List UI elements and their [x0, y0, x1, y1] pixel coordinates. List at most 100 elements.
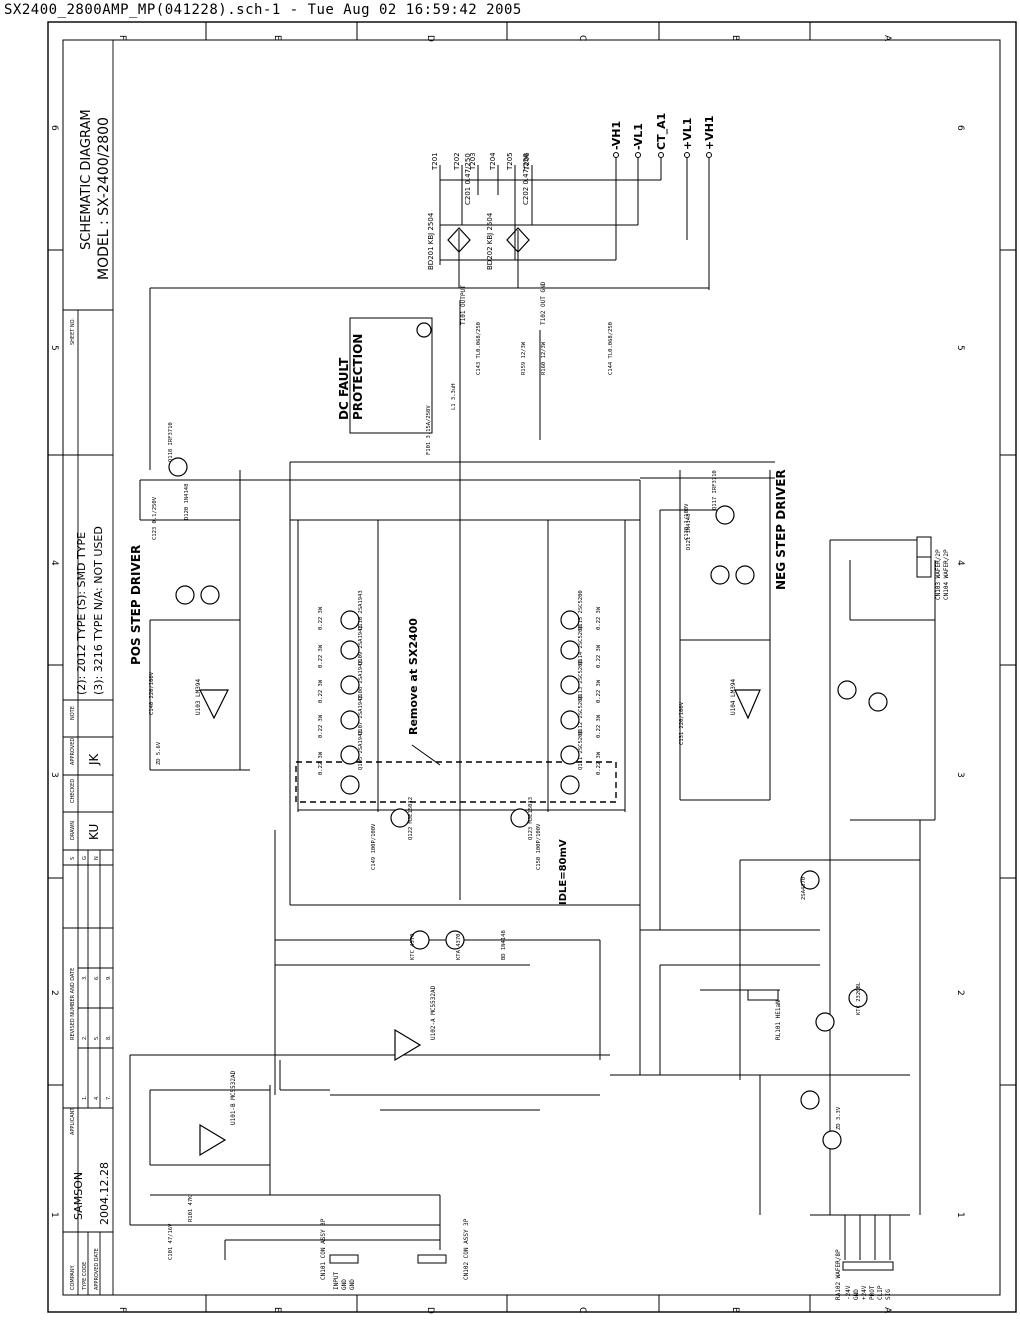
u103-label: U103 LM394 — [195, 678, 202, 715]
rev-number: 5. — [94, 1035, 100, 1040]
terminal-label: T204 — [489, 152, 497, 171]
part-label: Q111 2SC5200 — [578, 730, 584, 770]
title-block — [63, 40, 114, 1295]
ra-pin-label: PROT — [869, 1285, 876, 1300]
cn104-label: CN104 WAFER/2P — [943, 549, 950, 600]
neg-step-title: NEG STEP DRIVER — [774, 469, 788, 590]
input-pin-label: GND — [349, 1279, 356, 1290]
rev-number: 2. — [82, 1035, 88, 1040]
rail-label: +VH1 — [703, 115, 716, 150]
zone-number: 5 — [49, 345, 59, 351]
zone-letters-top: F E D C B A F E D C B A — [117, 35, 892, 1314]
resistor-label: 0.22 3W — [318, 644, 324, 668]
part-label: KTA 4370 — [456, 934, 462, 961]
resistor-label: 0.22 3W — [318, 714, 324, 738]
circuit-wires — [129, 155, 936, 1260]
resistor-label: 0.22 3W — [596, 679, 602, 703]
part-label: C130 1/100V — [684, 503, 690, 540]
dc-fault-line-1: DC FAULT — [337, 357, 351, 420]
revised-label: REVISED NUMBER AND DATE — [70, 968, 76, 1040]
resistor-label: 0.22 3W — [596, 606, 602, 630]
part-label: BD 1N4148 — [501, 930, 507, 960]
sgn-g: G — [82, 856, 88, 860]
zone-letter: A — [882, 1307, 892, 1314]
pos-step-title: POS STEP DRIVER — [129, 545, 143, 665]
component-labels: Q110 2SA1943 Q109 2SA1943 Q108 2SA1943 Q… — [149, 322, 862, 1260]
zone-number: 4 — [49, 560, 59, 566]
zone-letter: E — [272, 35, 282, 41]
part-label: Q118 IRF3710 — [168, 422, 174, 462]
rev-number: 4. — [94, 1095, 100, 1100]
terminal-labels: T201 T202 T203 T204 T205 T206 BD201 KBJ … — [427, 152, 531, 270]
zone-letter: E — [272, 1307, 282, 1313]
note-label: NOTE — [70, 706, 76, 720]
terminal-label: T201 — [431, 152, 439, 171]
part-label: KTC 4370 — [410, 934, 416, 961]
zone-number: 3 — [955, 772, 965, 778]
rail-label: +VL1 — [681, 118, 694, 150]
part-label: D121 1N4148 — [686, 514, 692, 550]
part-label: 2SA4370 — [801, 877, 807, 900]
zone-numbers: 1 2 3 4 5 6 1 2 3 4 5 6 — [49, 125, 965, 1218]
model-title: MODEL : SX-2400/2800 — [96, 117, 112, 280]
resistor-label: 0.22 3W — [318, 679, 324, 703]
bridge-rectifiers — [447, 227, 530, 253]
zone-number: 5 — [955, 345, 965, 351]
part-label: ZD 3.3V — [836, 1106, 842, 1130]
transistor-symbols — [168, 322, 888, 1150]
company-label: COMPANY — [70, 1264, 76, 1290]
cn103-label: CN103 WAFER/2P — [935, 549, 942, 600]
part-label: D120 1N4148 — [184, 484, 190, 520]
zone-number: 6 — [49, 125, 59, 131]
rev-number: 8. — [106, 1035, 112, 1040]
zone-letter: B — [730, 35, 740, 41]
part-label: C149 100P/100V — [371, 823, 377, 870]
approved-label: APPROVED — [70, 738, 76, 765]
bridge-label: BD202 KBJ 2504 — [486, 212, 494, 270]
out-gnd-label: T102 OUT GND — [540, 281, 547, 325]
drawn-by: KU — [87, 824, 101, 840]
part-label: C144 TL0.068/250 — [608, 322, 614, 375]
remove-region — [295, 761, 617, 803]
terminal-label: T202 — [453, 152, 461, 171]
part-label: C150 100P/100V — [536, 823, 542, 870]
rail-label: CT_A1 — [655, 113, 668, 150]
remove-leader — [411, 744, 441, 766]
cn102-label: CN102 CON ASSY 3P — [463, 1218, 470, 1280]
remove-note: Remove at SX2400 — [407, 618, 420, 735]
input-pin-label: INPUT — [333, 1272, 340, 1290]
rail-terminals — [613, 152, 712, 158]
bridge-label: BD201 KBJ 2504 — [427, 212, 435, 270]
rail-labels: -VH1 -VL1 CT_A1 +VL1 +VH1 — [610, 113, 716, 150]
drawing-date: 2004.12.28 — [98, 1162, 111, 1225]
rev-number: 9. — [106, 975, 112, 980]
part-label: Q117 IRF3710 — [712, 470, 718, 510]
drawn-label: DRAWN — [70, 821, 76, 840]
zone-letter: F — [117, 1307, 127, 1312]
part-label: Q108 2SA1943 — [358, 660, 364, 700]
cap-label: C201 0.47/250 — [464, 153, 472, 205]
part-label: Q114 2SC5200 — [578, 625, 584, 665]
part-label: R159 12/3W — [521, 341, 527, 375]
rev-number: 1. — [82, 1095, 88, 1100]
zone-letter: D — [425, 35, 435, 42]
sgn-n: N — [94, 856, 100, 860]
connector-symbols — [329, 536, 932, 1271]
zone-number: 6 — [955, 125, 965, 131]
drawing-frame — [47, 21, 1017, 1313]
input-pin-label: GND — [341, 1279, 348, 1290]
resistor-label: 0.22 3W — [596, 644, 602, 668]
part-label: Q115 2SC5200 — [578, 590, 584, 630]
part-label: F101 3.15A/250V — [426, 405, 432, 455]
part-label: R101 47K — [188, 1195, 194, 1222]
file-header: SX2400_2800AMP_MP(041228).sch-1 - Tue Au… — [4, 2, 522, 18]
part-label: Q112 2SC5200 — [578, 695, 584, 735]
part-label: ZD 5.6V — [156, 741, 162, 765]
u101-label: U101-B MC5532AD — [230, 1070, 237, 1125]
sgn-s: S — [70, 857, 76, 860]
ra-pin-label: GND — [853, 1289, 860, 1300]
part-label: C140 220/100V — [149, 671, 155, 715]
applicant-label: APPLICANT — [70, 1107, 76, 1135]
title-block-text: SCHEMATIC DIAGRAM MODEL : SX-2400/2800 S… — [70, 109, 112, 1291]
zone-letter: D — [425, 1307, 435, 1314]
